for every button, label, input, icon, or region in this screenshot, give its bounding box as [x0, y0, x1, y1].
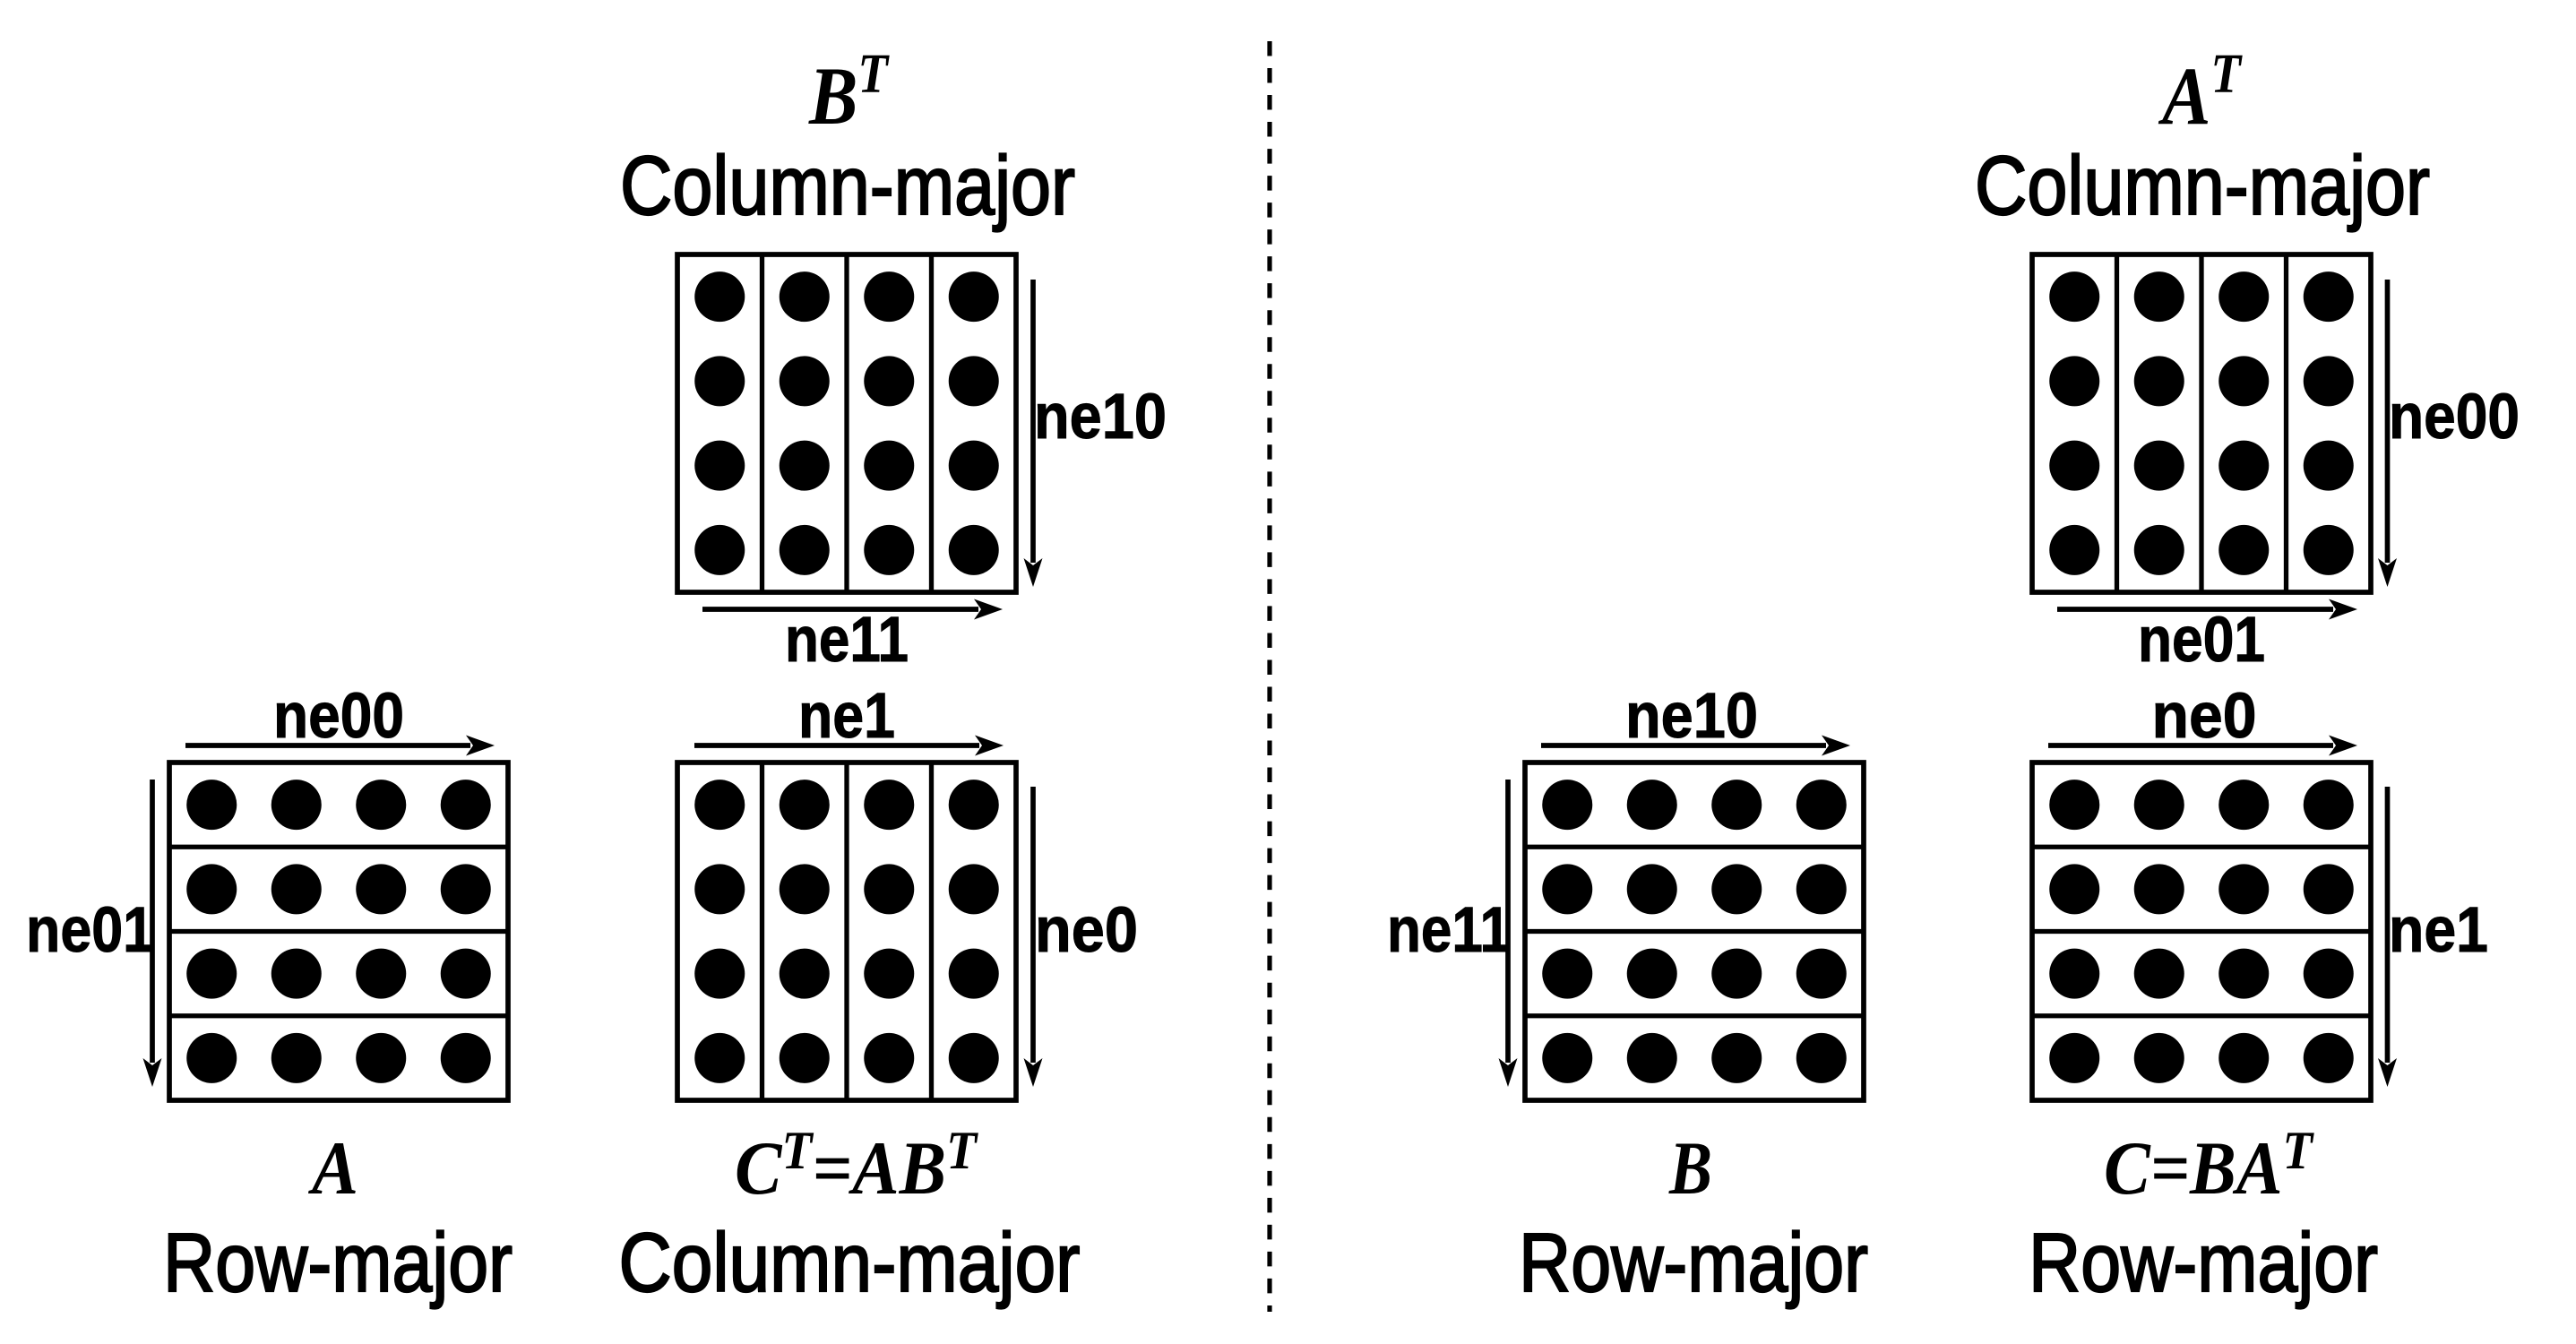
svg-text:ne11: ne11	[1387, 895, 1511, 966]
svg-text:BT: BT	[808, 44, 890, 142]
svg-text:A: A	[307, 1126, 358, 1210]
svg-text:ne01: ne01	[2138, 605, 2265, 676]
svg-text:ne11: ne11	[785, 605, 909, 676]
svg-text:Row-major: Row-major	[1519, 1216, 1868, 1309]
svg-text:CT=ABT: CT=ABT	[735, 1121, 978, 1210]
svg-text:ne0: ne0	[2152, 681, 2257, 752]
svg-text:B: B	[1668, 1126, 1712, 1210]
svg-text:Column-major: Column-major	[1975, 139, 2430, 232]
svg-text:ne10: ne10	[1034, 382, 1167, 452]
svg-text:ne1: ne1	[798, 681, 895, 752]
svg-text:Row-major: Row-major	[2029, 1216, 2378, 1309]
svg-text:ne1: ne1	[2389, 895, 2488, 966]
svg-text:ne0: ne0	[1035, 895, 1138, 966]
svg-text:ne10: ne10	[1625, 681, 1758, 752]
svg-text:ne00: ne00	[2389, 382, 2520, 452]
svg-text:ne01: ne01	[26, 895, 154, 966]
svg-text:C=BAT: C=BAT	[2104, 1121, 2314, 1210]
svg-text:Column-major: Column-major	[620, 139, 1075, 232]
svg-text:AT: AT	[2158, 44, 2243, 142]
svg-text:ne00: ne00	[273, 681, 404, 752]
svg-text:Column-major: Column-major	[619, 1216, 1081, 1309]
svg-text:Row-major: Row-major	[163, 1216, 513, 1309]
